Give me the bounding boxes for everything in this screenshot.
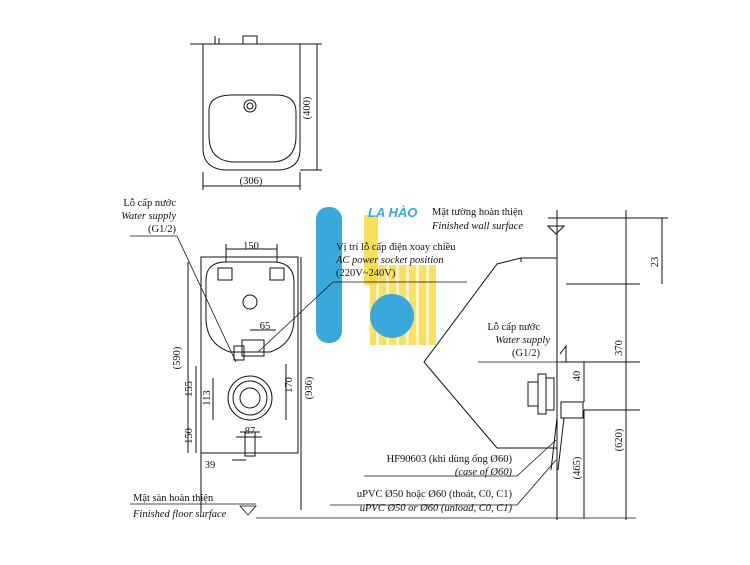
water-supply-vi: Lỗ cấp nước <box>123 198 176 209</box>
hf-leader <box>364 439 557 477</box>
floor-vi: Mặt sàn hoàn thiện <box>133 493 214 504</box>
hf-en: (case of Ø60) <box>455 467 513 478</box>
logo-text: LA HÀO <box>368 205 417 220</box>
dim-front-39: 39 <box>205 460 216 471</box>
ac-power-volt: (220V~240V) <box>336 268 396 279</box>
dim-front-170: 170 <box>284 377 295 393</box>
water-supply-leader <box>130 235 237 363</box>
dim-front-150: 150 <box>243 241 259 252</box>
wall-vi: Mặt tường hoàn thiện <box>432 207 524 218</box>
wall-en: Finished wall surface <box>431 221 523 232</box>
upvc-leader <box>330 459 557 506</box>
floor-line <box>130 503 636 519</box>
ac-power-vi: Vị trí lỗ cấp điện xoay chiều <box>336 242 456 253</box>
dim-top-width: (306) <box>240 176 263 187</box>
dim-side-23: 23 <box>650 257 661 268</box>
dim-front-155: 155 <box>184 381 195 397</box>
water-supply-en: Water supply <box>121 211 176 222</box>
dim-top-height: (400) <box>302 96 313 119</box>
dim-front-150b: 150 <box>184 428 195 444</box>
floor-en: Finished floor surface <box>132 509 227 520</box>
dim-front-590: (590) <box>172 346 183 369</box>
water-supply-2-vi: Lỗ cấp nước <box>487 322 540 333</box>
dim-side-620: (620) <box>614 428 625 451</box>
la-hao-logo: LA HÀO <box>316 205 436 345</box>
upvc-vi: uPVC Ø50 hoặc Ø60 (thoát, C0, C1) <box>357 489 513 500</box>
dim-front-113: 113 <box>202 390 213 405</box>
water-supply-2-size: (G1/2) <box>512 348 540 359</box>
top-view <box>190 35 322 190</box>
ac-power-leader <box>257 281 467 353</box>
dim-side-370: 370 <box>614 340 625 356</box>
side-view <box>423 210 668 520</box>
ac-power-en: AC power socket position <box>335 255 444 266</box>
dim-front-87: 87 <box>245 426 256 437</box>
dim-side-465: (465) <box>572 456 583 479</box>
dim-front-65: 65 <box>260 321 271 332</box>
dim-front-936: (936) <box>304 376 315 399</box>
water-supply-size: (G1/2) <box>148 224 176 235</box>
dim-side-40: 40 <box>572 371 583 382</box>
water-supply-2-en: Water supply <box>495 335 550 346</box>
hf-vi: HF90603 (khi dùng ống Ø60) <box>387 454 513 465</box>
front-view <box>187 244 302 512</box>
upvc-en: uPVC Ø50 or Ø60 (unload, C0, C1) <box>360 503 513 514</box>
